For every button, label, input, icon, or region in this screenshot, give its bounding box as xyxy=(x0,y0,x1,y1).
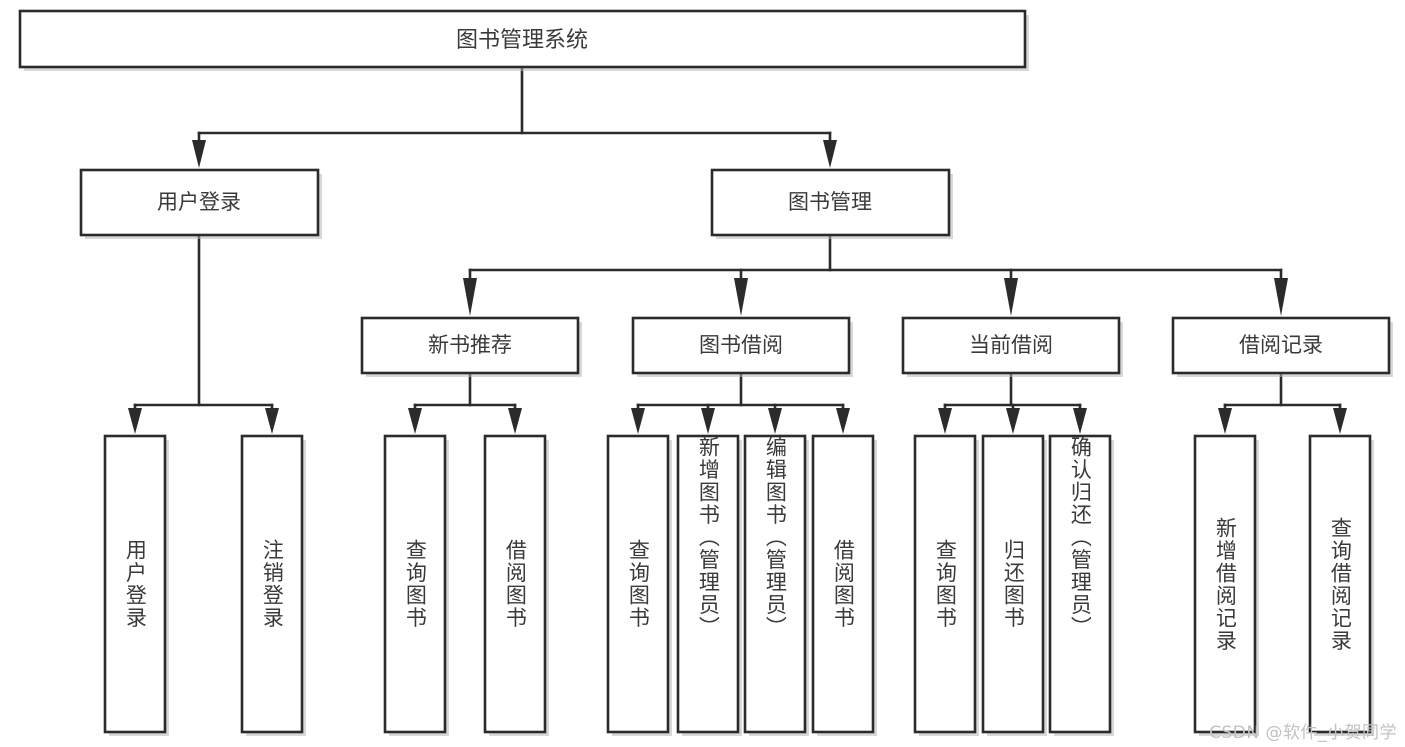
arrow-head-icon xyxy=(1333,408,1347,434)
arrow-head-icon xyxy=(408,408,422,434)
node-user-login[interactable]: 用户登录 xyxy=(79,168,322,239)
arrow-head-icon xyxy=(1006,408,1020,434)
leaf-node-logout[interactable] xyxy=(240,434,306,736)
arrow-head-icon xyxy=(768,408,782,434)
node-book-borrow[interactable]: 图书借阅 xyxy=(631,316,853,377)
arrow-head-icon xyxy=(701,408,715,434)
leaf-node-user-login[interactable] xyxy=(103,434,169,736)
arrow-head-icon xyxy=(938,408,952,434)
arrow-head-icon xyxy=(508,408,522,434)
arrow-head-icon xyxy=(463,278,477,316)
leaf-node-add-book-admin[interactable] xyxy=(676,434,742,736)
leaf-node-add-borrow-record[interactable] xyxy=(1193,434,1259,736)
leaf-node-query-book-2[interactable] xyxy=(606,434,672,736)
csdn-watermark: CSDN @软件_小贺同学 xyxy=(1209,723,1397,743)
arrow-head-icon xyxy=(265,408,279,434)
leaf-node-return-book[interactable] xyxy=(981,434,1047,736)
node-book-management-label: 图书管理 xyxy=(788,190,872,214)
arrow-head-icon xyxy=(836,408,850,434)
node-book-management[interactable]: 图书管理 xyxy=(710,168,953,239)
node-new-book-recommend[interactable]: 新书推荐 xyxy=(360,316,582,377)
arrow-head-icon xyxy=(1073,408,1087,434)
arrow-head-icon xyxy=(1004,278,1018,316)
node-book-borrow-label: 图书借阅 xyxy=(699,333,783,357)
arrow-head-icon xyxy=(823,140,837,168)
leaf-node-query-book-1[interactable] xyxy=(383,434,449,736)
node-current-borrow-label: 当前借阅 xyxy=(969,333,1053,357)
arrow-head-icon xyxy=(734,278,748,316)
node-new-book-recommend-label: 新书推荐 xyxy=(428,333,512,357)
leaf-node-query-book-3[interactable] xyxy=(913,434,979,736)
node-borrow-record[interactable]: 借阅记录 xyxy=(1171,316,1393,377)
node-borrow-record-label: 借阅记录 xyxy=(1239,333,1323,357)
node-layer: 图书管理系统 用户登录 图书管理 新书推荐 图书 xyxy=(18,9,1393,736)
arrow-head-icon xyxy=(631,408,645,434)
arrow-head-icon xyxy=(128,408,142,434)
node-current-borrow[interactable]: 当前借阅 xyxy=(901,316,1123,377)
node-root[interactable]: 图书管理系统 xyxy=(18,9,1029,71)
node-user-login-label: 用户登录 xyxy=(157,190,241,214)
node-root-label: 图书管理系统 xyxy=(456,28,588,53)
arrow-head-icon xyxy=(1274,278,1288,316)
leaf-node-edit-book-admin[interactable] xyxy=(743,434,809,736)
connector-layer xyxy=(128,65,1347,434)
arrow-head-icon xyxy=(192,140,206,168)
leaf-node-query-borrow-record[interactable] xyxy=(1308,434,1374,736)
leaf-node-confirm-return-admin[interactable] xyxy=(1048,434,1114,736)
arrow-head-icon xyxy=(1218,408,1232,434)
leaf-node-borrow-book-1[interactable] xyxy=(483,434,549,736)
leaf-node-borrow-book-2[interactable] xyxy=(811,434,877,736)
